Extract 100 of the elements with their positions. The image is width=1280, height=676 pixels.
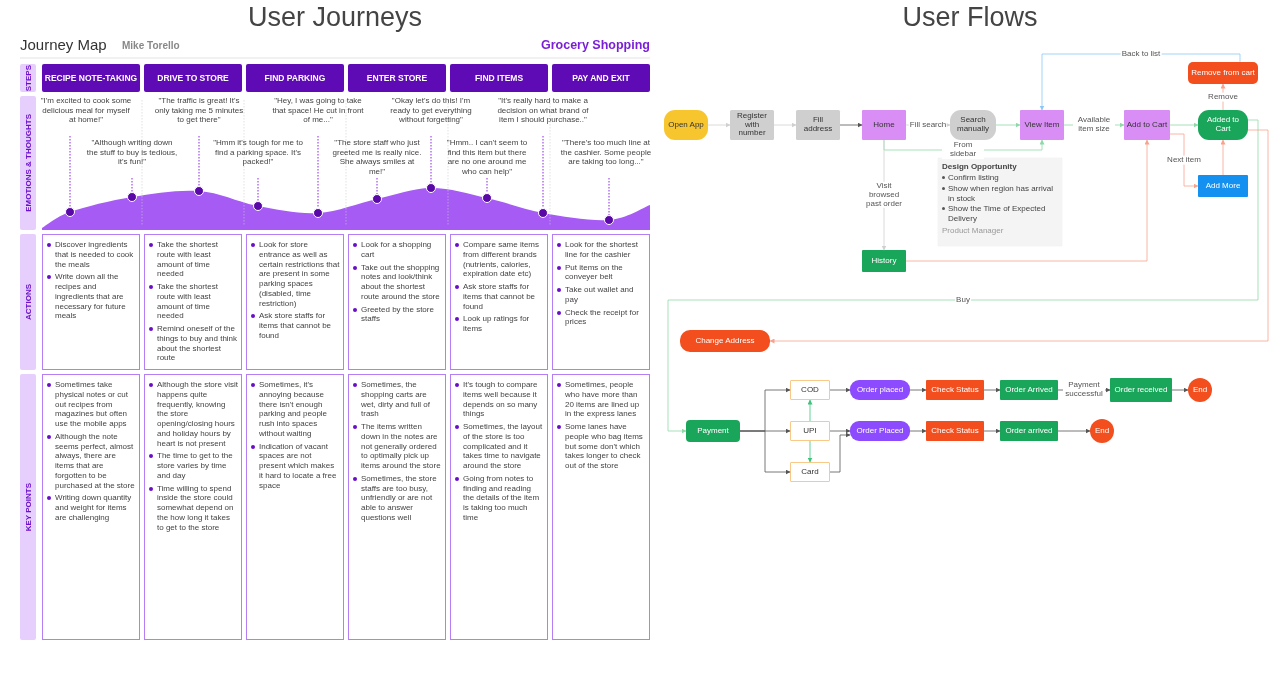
bullet-item: Look for the shortest line for the cashier [557,240,646,260]
step-header: FIND ITEMS [450,64,548,92]
data-point [604,215,614,225]
end-node: End [1188,378,1212,402]
edge-label: Fill search [908,120,948,130]
bullet-item: It's tough to compare items well because it depends on so many things [455,380,544,419]
data-point [482,193,492,203]
row-header: EMOTIONS & THOUGHTS [20,96,36,230]
bullet-item: Look up ratings for items [455,314,544,334]
leader-line [376,177,378,195]
bullet-item: Show when region has arrival in stock [942,183,1058,204]
bullet-item: Writing down quantity and weight for items are challenging [47,493,136,523]
leader-line [198,135,200,187]
note-card [348,374,446,640]
bullet-item: Ask store staffs for items that cannot be found [251,311,340,341]
bullet-item: Although the store visit happens quite frequently, knowing the store opening/closing hours and holiday hours by heart is not present [149,380,238,449]
status-box: Check Status [926,380,984,400]
note-card [450,374,548,640]
bullet-item: Look for a shopping cart [353,240,442,260]
row-header: STEPS [20,64,36,92]
note-card [144,234,242,370]
option-box: Card [790,462,830,482]
data-point [194,186,204,196]
data-point [426,183,436,193]
bullet-item: Sometimes, the shopping carts are wet, dirty and full of trash [353,380,442,419]
bullet-item: Going from notes to finding and reading the details of the item is taking too much time [455,473,544,523]
bullet-item: Although the note seems perfect, almost always, there are items that are forgotten to be purchased at the store [47,431,136,491]
data-point [372,194,382,204]
status-box: Order arrived [1000,421,1058,441]
bullet-item: The time to get to the store varies by time and day [149,451,238,481]
leader-line [257,177,259,202]
bullet-item: Remind oneself of the things to buy and think about the shortest route [149,324,238,363]
edge-label: Next item [1166,155,1202,165]
bullet-item: Check the receipt for prices [557,307,646,327]
section-heading: User Flows [901,2,1039,34]
quote-text: "Okay let's do this! I'm ready to get everything without forgetting" [385,96,477,136]
bullet-item: Put items on the conveyer belt [557,262,646,282]
bullet-item: Compare same items from different brands (nutrients, calories, expiration date etc) [455,240,544,279]
quote-text: "Hmm it's tough for me to find a parking space. It's packed!" [212,138,304,178]
screen-box: Home [862,110,906,140]
note-card [42,374,140,640]
note-card [450,234,548,370]
edge-label: From sidebar [942,141,984,159]
bullet-item: Sometimes, the store staffs are too busy, unfriendly or are not able to answer questions well [353,473,442,523]
quote-text: "I'm excited to cook some delicious meal for myself at home!" [40,96,132,136]
action-node: Remove from cart [1188,62,1258,84]
edge-label: Visit browsed past order [863,181,905,209]
project-name: Grocery Shopping [539,38,650,54]
quote-text: "There's too much line at the cashier. Some people are taking too long..." [560,138,652,178]
bullet-item: Take out wallet and pay [557,285,646,305]
action-node: Change Address [680,330,770,352]
step-header: ENTER STORE [348,64,446,92]
quote-text: "Hey, I was going to take that space! He cut in front of me..." [272,96,364,136]
option-box: COD [790,380,830,400]
note-author: Product Manager [942,225,1005,235]
edge-label: Remove [1207,92,1239,102]
state-node: Added to Cart [1198,110,1248,140]
leader-line [608,177,610,216]
status-box: Order Arrived [1000,380,1058,400]
step-header: DRIVE TO STORE [144,64,242,92]
screen-box: Add to Cart [1124,110,1170,140]
process-node: Search manually [950,110,996,140]
quote-text: "It's really hard to make a decision on what brand of item I should purchase.." [497,96,589,136]
bullet-item: Sometimes, the layout of the store is too complicated and it takes time to navigate around the store [455,422,544,471]
screen-box: History [862,250,906,272]
note-heading: Design Opportunity [942,162,1018,171]
quote-text: "Hmm.. I can't seem to find this item but there are no one around me who can help" [441,138,533,178]
leader-line [131,177,133,193]
screen-box: View Item [1020,110,1064,140]
leader-line [430,135,432,184]
bullet-item: Take the shortest route with least amount of time needed [149,282,238,321]
note-card [246,374,344,640]
step-header: FIND PARKING [246,64,344,92]
edge-label: Available item size [1073,116,1115,134]
action-box: Add More [1198,175,1248,197]
edge-label: Buy [955,295,971,305]
data-point [127,192,137,202]
state-node: Order Placed [850,421,910,441]
bullet-item: Some lanes have people who bag items but some don't which takes longer to check out of the store [557,422,646,471]
bullet-item: Write down all the recipes and ingredients that are necessary for future meals [47,272,136,321]
sticky-note [938,158,1062,246]
bullet-item: Time willing to spend inside the store could somewhat depend on the how long it takes to get to the store [149,483,238,533]
note-card [552,234,650,370]
leader-line [486,177,488,194]
process-box: Fill address [796,110,840,140]
bullet-item: Take the shortest route with least amount of time needed [149,240,238,279]
step-header: PAY AND EXIT [552,64,650,92]
note-card [552,374,650,640]
bullet-item: Look for store entrance as well as certain restrictions that are present in some parking spaces (disabled, time restriction) [251,240,340,309]
status-box: Check Status [926,421,984,441]
bullet-item: Sometimes, it's annoying because there isn't enough parking and people rush into spaces without waiting [251,380,340,439]
data-point [65,207,75,217]
data-point [313,208,323,218]
edge-label: Payment successful [1063,381,1105,399]
bullet-item: Greeted by the store staffs [353,304,442,324]
edge-label: Back to list [1120,49,1162,59]
note-card [348,234,446,370]
bullet-item: Sometimes, people who have more than 20 items are lined up in the express lanes [557,380,646,419]
row-header: ACTIONS [20,234,36,370]
process-box: Register with number [730,110,774,140]
